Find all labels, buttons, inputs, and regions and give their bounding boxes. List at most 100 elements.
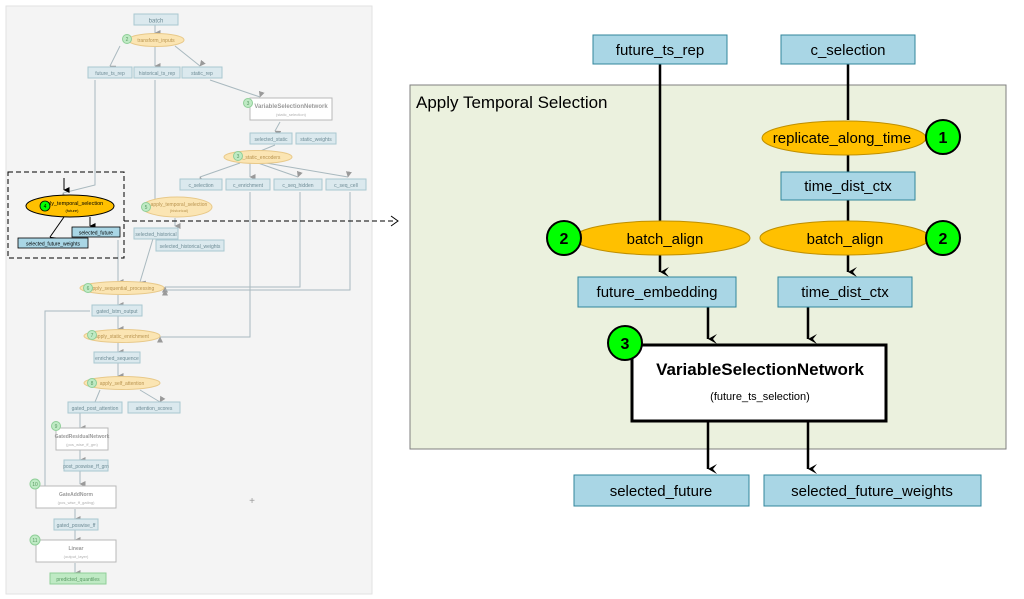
future-ts-rep-label: future_ts_rep — [616, 42, 704, 59]
ov-step-number: 11 — [32, 538, 37, 544]
overview-highlight: apply_temporal_selection (future) 4 sele… — [7, 171, 125, 259]
ov-step-badge-active — [39, 200, 51, 212]
ov-gated-lstm-output-box — [91, 304, 143, 317]
selected-future-weights-box — [763, 474, 982, 507]
ov-selected-historical-weights-box — [155, 239, 225, 252]
selected-future-label: selected_future — [610, 483, 713, 500]
ov-selected-historical-box — [133, 227, 179, 240]
ov-get-static-encoders: get_static_encoders — [236, 155, 281, 161]
detail-connectors — [658, 64, 857, 474]
ov-gated-post-attention-box — [67, 401, 123, 414]
ov-enriched-sequence: enriched_sequence — [95, 356, 139, 362]
step-badge-batch-align-right-number: 2 — [939, 231, 948, 248]
ov-plus-sign: + — [249, 496, 255, 507]
ov-c-enrichment-box — [225, 178, 271, 191]
ov-transform-inputs: transform_inputs — [137, 38, 175, 44]
ov-apply-temporal-selection-hist-sub: (historical) — [170, 208, 189, 213]
time-dist-ctx-top-label: time_dist_ctx — [804, 178, 892, 195]
ov-step-number: 9 — [55, 424, 58, 430]
ov-linear-box — [35, 539, 117, 563]
ov-apply-temporal-selection-future-sub: (future) — [66, 208, 80, 213]
ov-vsn-static-box — [249, 97, 333, 121]
future-ts-rep-box — [592, 34, 728, 65]
ov-static-rep: static_rep — [191, 71, 213, 77]
future-embedding-label: future_embedding — [597, 284, 718, 301]
ov-c-seq-hidden-box — [273, 178, 323, 191]
ov-post-poswise-ff-grn-box — [63, 459, 109, 472]
ov-grn-box — [55, 427, 109, 451]
ov-step-badge — [141, 202, 151, 212]
batch-align-right-label: batch_align — [807, 231, 884, 248]
ov-vsn-static-sub: (static_selection) — [276, 112, 307, 117]
replicate-along-time-label: replicate_along_time — [773, 130, 911, 147]
ov-selected-future-weights: selected_future_weights — [26, 242, 80, 248]
ov-gateaddnorm-box — [35, 485, 117, 509]
ov-selected-static-box — [249, 132, 293, 145]
ov-selected-static: selected_static — [254, 137, 288, 143]
ov-attention-scores: attention_scores — [136, 406, 173, 412]
ov-gated-lstm-output: gated_lstm_output — [96, 309, 138, 315]
ov-hl-arrow-weights — [49, 216, 65, 243]
ov-step-number: 10 — [32, 482, 38, 488]
ov-step-badge — [29, 478, 41, 490]
ov-gated-poswise-ff-box — [53, 518, 99, 531]
ov-highlight-dashed-box — [7, 171, 125, 259]
ov-apply-sequential-processing-ellipse — [79, 281, 165, 295]
time-dist-ctx-top-box — [780, 171, 916, 201]
ov-gated-post-attention: gated_post_attention — [72, 406, 119, 412]
ov-step-number: 3 — [237, 154, 240, 160]
ov-selected-future-weights-box — [17, 237, 89, 249]
ov-step-badge — [87, 330, 97, 340]
ov-step-number: 2 — [126, 37, 129, 43]
ov-step-number: 3 — [247, 101, 250, 107]
ov-predicted-quantiles: predicted_quantiles — [56, 577, 100, 583]
ov-selected-future-box — [71, 226, 121, 238]
ov-batch-box — [133, 13, 179, 26]
ov-c-seq-cell: c_seq_cell — [334, 183, 358, 189]
ov-step-number: 6 — [87, 286, 90, 292]
ov-future-ts-rep-box — [87, 66, 133, 79]
ov-static-weights: static_weights — [300, 137, 332, 143]
ov-step-number: 8 — [91, 381, 94, 387]
ov-batch: batch — [149, 19, 164, 25]
ov-step-number-active: 4 — [44, 204, 47, 210]
ov-step-badge — [243, 98, 253, 108]
ov-apply-self-attention: apply_self_attention — [100, 381, 145, 387]
ov-static-rep-box — [181, 66, 223, 79]
ov-selected-historical: selected_historical — [135, 232, 176, 238]
ov-selected-historical-weights: selected_historical_weights — [160, 244, 221, 250]
step-badge-batch-align-right — [925, 220, 961, 256]
ov-historical-ts-rep: historical_ts_rep — [139, 71, 176, 77]
ov-apply-sequential-processing: apply_sequential_processing — [90, 286, 155, 292]
vsn-label: VariableSelectionNetwork — [656, 360, 864, 379]
ov-c-enrichment: c_enrichment — [233, 183, 264, 189]
c-selection-box — [780, 34, 916, 65]
ov-predicted-quantiles-box — [49, 572, 107, 585]
ov-selected-future: selected_future — [79, 231, 113, 237]
time-dist-ctx-bottom-box — [777, 276, 913, 308]
ov-enriched-sequence-box — [93, 351, 141, 364]
overview-step-badges: 2 3 3 5 6 7 8 9 10 11 — [29, 34, 253, 546]
batch-align-left-label: batch_align — [627, 231, 704, 248]
ov-c-selection: c_selection — [188, 183, 213, 189]
ov-apply-static-enrichment: apply_static_enrichment — [95, 334, 150, 340]
step-badge-batch-align-left — [546, 220, 582, 256]
ov-post-poswise-ff-grn: post_poswise_ff_grn — [63, 464, 109, 470]
ov-step-badge — [87, 378, 97, 388]
c-selection-label: c_selection — [810, 42, 885, 59]
ov-linear: Linear — [68, 546, 83, 552]
ov-step-number: 5 — [145, 205, 148, 211]
vsn-sub-label: (future_ts_selection) — [710, 391, 810, 403]
ov-attention-scores-box — [127, 401, 181, 414]
ov-static-weights-box — [295, 132, 337, 145]
ov-linear-sub: (output_layer) — [64, 554, 89, 559]
step-badge-batch-align-left-number: 2 — [560, 231, 569, 248]
ov-c-seq-cell-box — [325, 178, 367, 191]
overview-panel: batch future_ts_rep historical_ts_rep st… — [5, 5, 373, 595]
ov-step-badge — [122, 34, 132, 44]
vsn-box — [630, 343, 888, 423]
future-embedding-box — [577, 276, 737, 308]
ov-step-badge — [51, 421, 61, 431]
ov-historical-ts-rep-box — [133, 66, 181, 79]
